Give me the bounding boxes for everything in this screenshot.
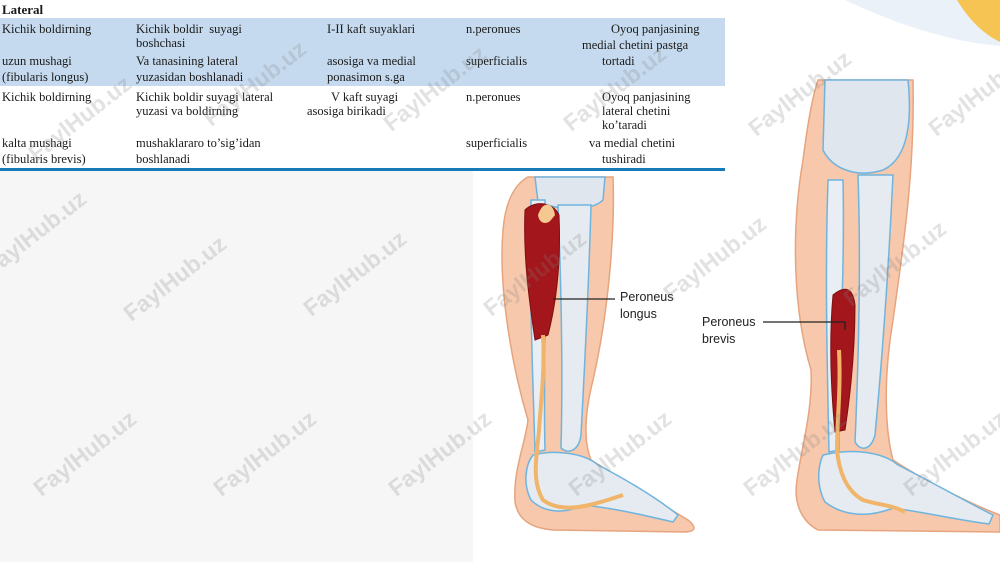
left-leg: Peroneus longus	[501, 176, 695, 533]
label-peroneus-brevis: brevis	[702, 332, 735, 346]
cell-function-line: ko’taradi	[602, 118, 647, 132]
peroneus-longus-tendon-path	[533, 334, 624, 510]
brevis-leader-line	[763, 321, 846, 330]
cell-function-line: va medial chetini	[589, 136, 676, 150]
cell-function-line: medial chetini pastga	[582, 38, 689, 52]
cell-origin-line: yuzasi va boldirning	[136, 104, 239, 118]
blank-panel	[0, 170, 473, 562]
leg-figure-svg: Peroneus longus Peroneus brevis	[501, 79, 1000, 533]
cell-origin-line: yuzasidan boshlanadi	[136, 70, 244, 84]
cell-function-line: tortadi	[602, 54, 635, 68]
peroneus-longus-tendon	[538, 204, 555, 223]
right-knee-bone	[822, 79, 911, 174]
cell-origin-line: boshchasi	[136, 36, 186, 50]
cell-origin-line: boshlanadi	[136, 152, 191, 166]
cell-insertion-line: asosiga va medial	[327, 54, 416, 68]
cell-name-line: (fibularis longus)	[2, 70, 89, 84]
cell-nerve-line: superficialis	[466, 136, 528, 150]
cell-insertion-line: I-II kaft suyaklari	[327, 22, 416, 36]
right-leg: Peroneus brevis	[702, 79, 1000, 533]
cell-origin-line: mushaklararo to’sig’idan	[136, 136, 261, 150]
cell-name-line: Kichik boldirning	[2, 22, 92, 36]
table-bottom-rule	[0, 168, 725, 171]
cell-name-line: uzun mushagi	[2, 54, 72, 68]
cell-insertion-line: asosiga birikadi	[307, 104, 386, 118]
cell-nerve-line: n.peronues	[466, 90, 521, 104]
right-foot-bones	[818, 450, 994, 525]
label-peroneus-longus: Peroneus	[620, 290, 674, 304]
cell-function-line: Oyoq panjasining	[602, 90, 691, 104]
cell-insertion-line: ponasimon s.ga	[327, 70, 405, 84]
peroneus-brevis-muscle	[830, 288, 856, 433]
label-peroneus-longus: longus	[620, 307, 657, 321]
left-foot-bones	[525, 451, 680, 523]
cell-origin-line: Kichik boldir suyagi	[136, 22, 242, 36]
peroneus-brevis-tendon-path	[834, 349, 907, 514]
cell-nerve-line: superficialis	[466, 54, 528, 68]
leg-illustration: Peroneus longus Peroneus brevis	[473, 50, 1000, 562]
cell-name-line: kalta mushagi	[2, 136, 72, 150]
cell-function-line: lateral chetini	[602, 104, 671, 118]
table-row-band	[0, 18, 725, 86]
cell-name-line: Kichik boldirning	[2, 90, 92, 104]
section-heading: Lateral	[2, 2, 44, 17]
cell-name-line: (fibularis brevis)	[2, 152, 86, 166]
cell-nerve-line: n.peronues	[466, 22, 521, 36]
corner-decoration	[725, 0, 1000, 50]
cell-origin-line: Kichik boldir suyagi lateral	[136, 90, 274, 104]
muscle-table: Lateral Kichik boldirning uzun mushagi (…	[0, 0, 725, 172]
label-peroneus-brevis: Peroneus	[702, 315, 756, 329]
cell-function-line: Oyoq panjasining	[611, 22, 700, 36]
right-tibia	[854, 174, 894, 449]
cell-function-line: tushiradi	[602, 152, 646, 166]
cell-insertion-line: V kaft suyagi	[331, 90, 399, 104]
cell-origin-line: Va tanasining lateral	[136, 54, 239, 68]
left-tibia	[557, 204, 592, 452]
